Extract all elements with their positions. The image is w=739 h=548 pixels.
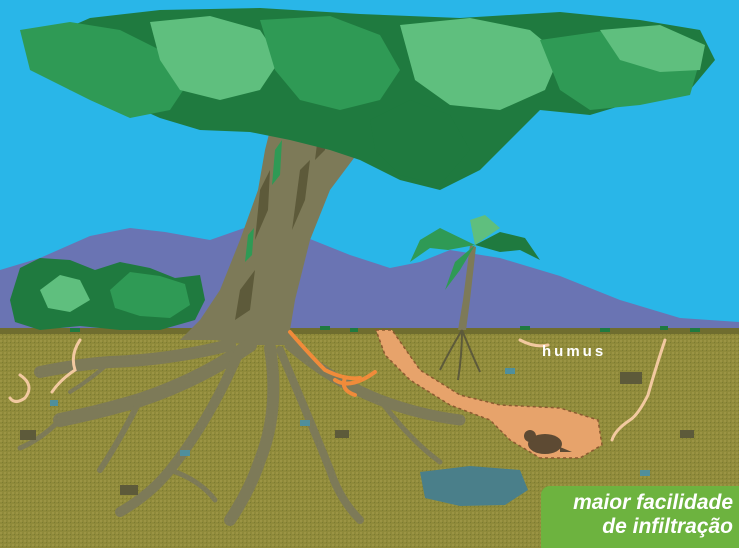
tree-canopy — [20, 8, 715, 190]
soil-stones — [20, 368, 694, 495]
caption-line-2: de infiltração — [602, 515, 733, 538]
animal-burrow — [374, 329, 603, 459]
ground-line — [0, 328, 739, 334]
tree-roots — [17, 338, 466, 526]
root-channels — [8, 338, 667, 442]
palm-roots — [439, 329, 481, 381]
worm-trails — [288, 330, 377, 397]
caption-box: maior facilidade de infiltração — [541, 486, 739, 548]
caption-line-1: maior facilidade — [573, 491, 733, 514]
groundwater-puddle — [420, 466, 528, 506]
humus-label: humus — [542, 343, 607, 360]
trunk-moss — [245, 140, 282, 262]
ground-vegetation — [70, 326, 700, 332]
left-bushes — [10, 258, 205, 330]
small-palm — [410, 215, 540, 330]
burrowing-animal — [524, 430, 572, 454]
